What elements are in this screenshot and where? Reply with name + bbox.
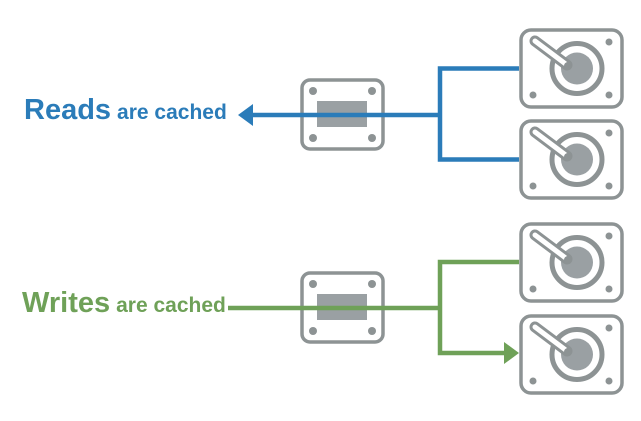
read-flow-lines	[238, 66, 519, 162]
hard-disk-icon-write-2	[521, 316, 622, 393]
write-flow-lines	[228, 259, 519, 364]
reads-suffix: are cached	[117, 101, 227, 124]
read-arrowhead-left	[238, 104, 253, 126]
hard-disk-icon-read-1	[521, 30, 622, 107]
hard-disk-icon-write-1	[521, 224, 622, 301]
writes-suffix: are cached	[116, 294, 226, 317]
writes-keyword: Writes	[22, 287, 111, 319]
write-arrowhead-right	[504, 342, 519, 364]
reads-keyword: Reads	[24, 94, 112, 126]
hard-disk-icon-read-2	[521, 121, 622, 198]
